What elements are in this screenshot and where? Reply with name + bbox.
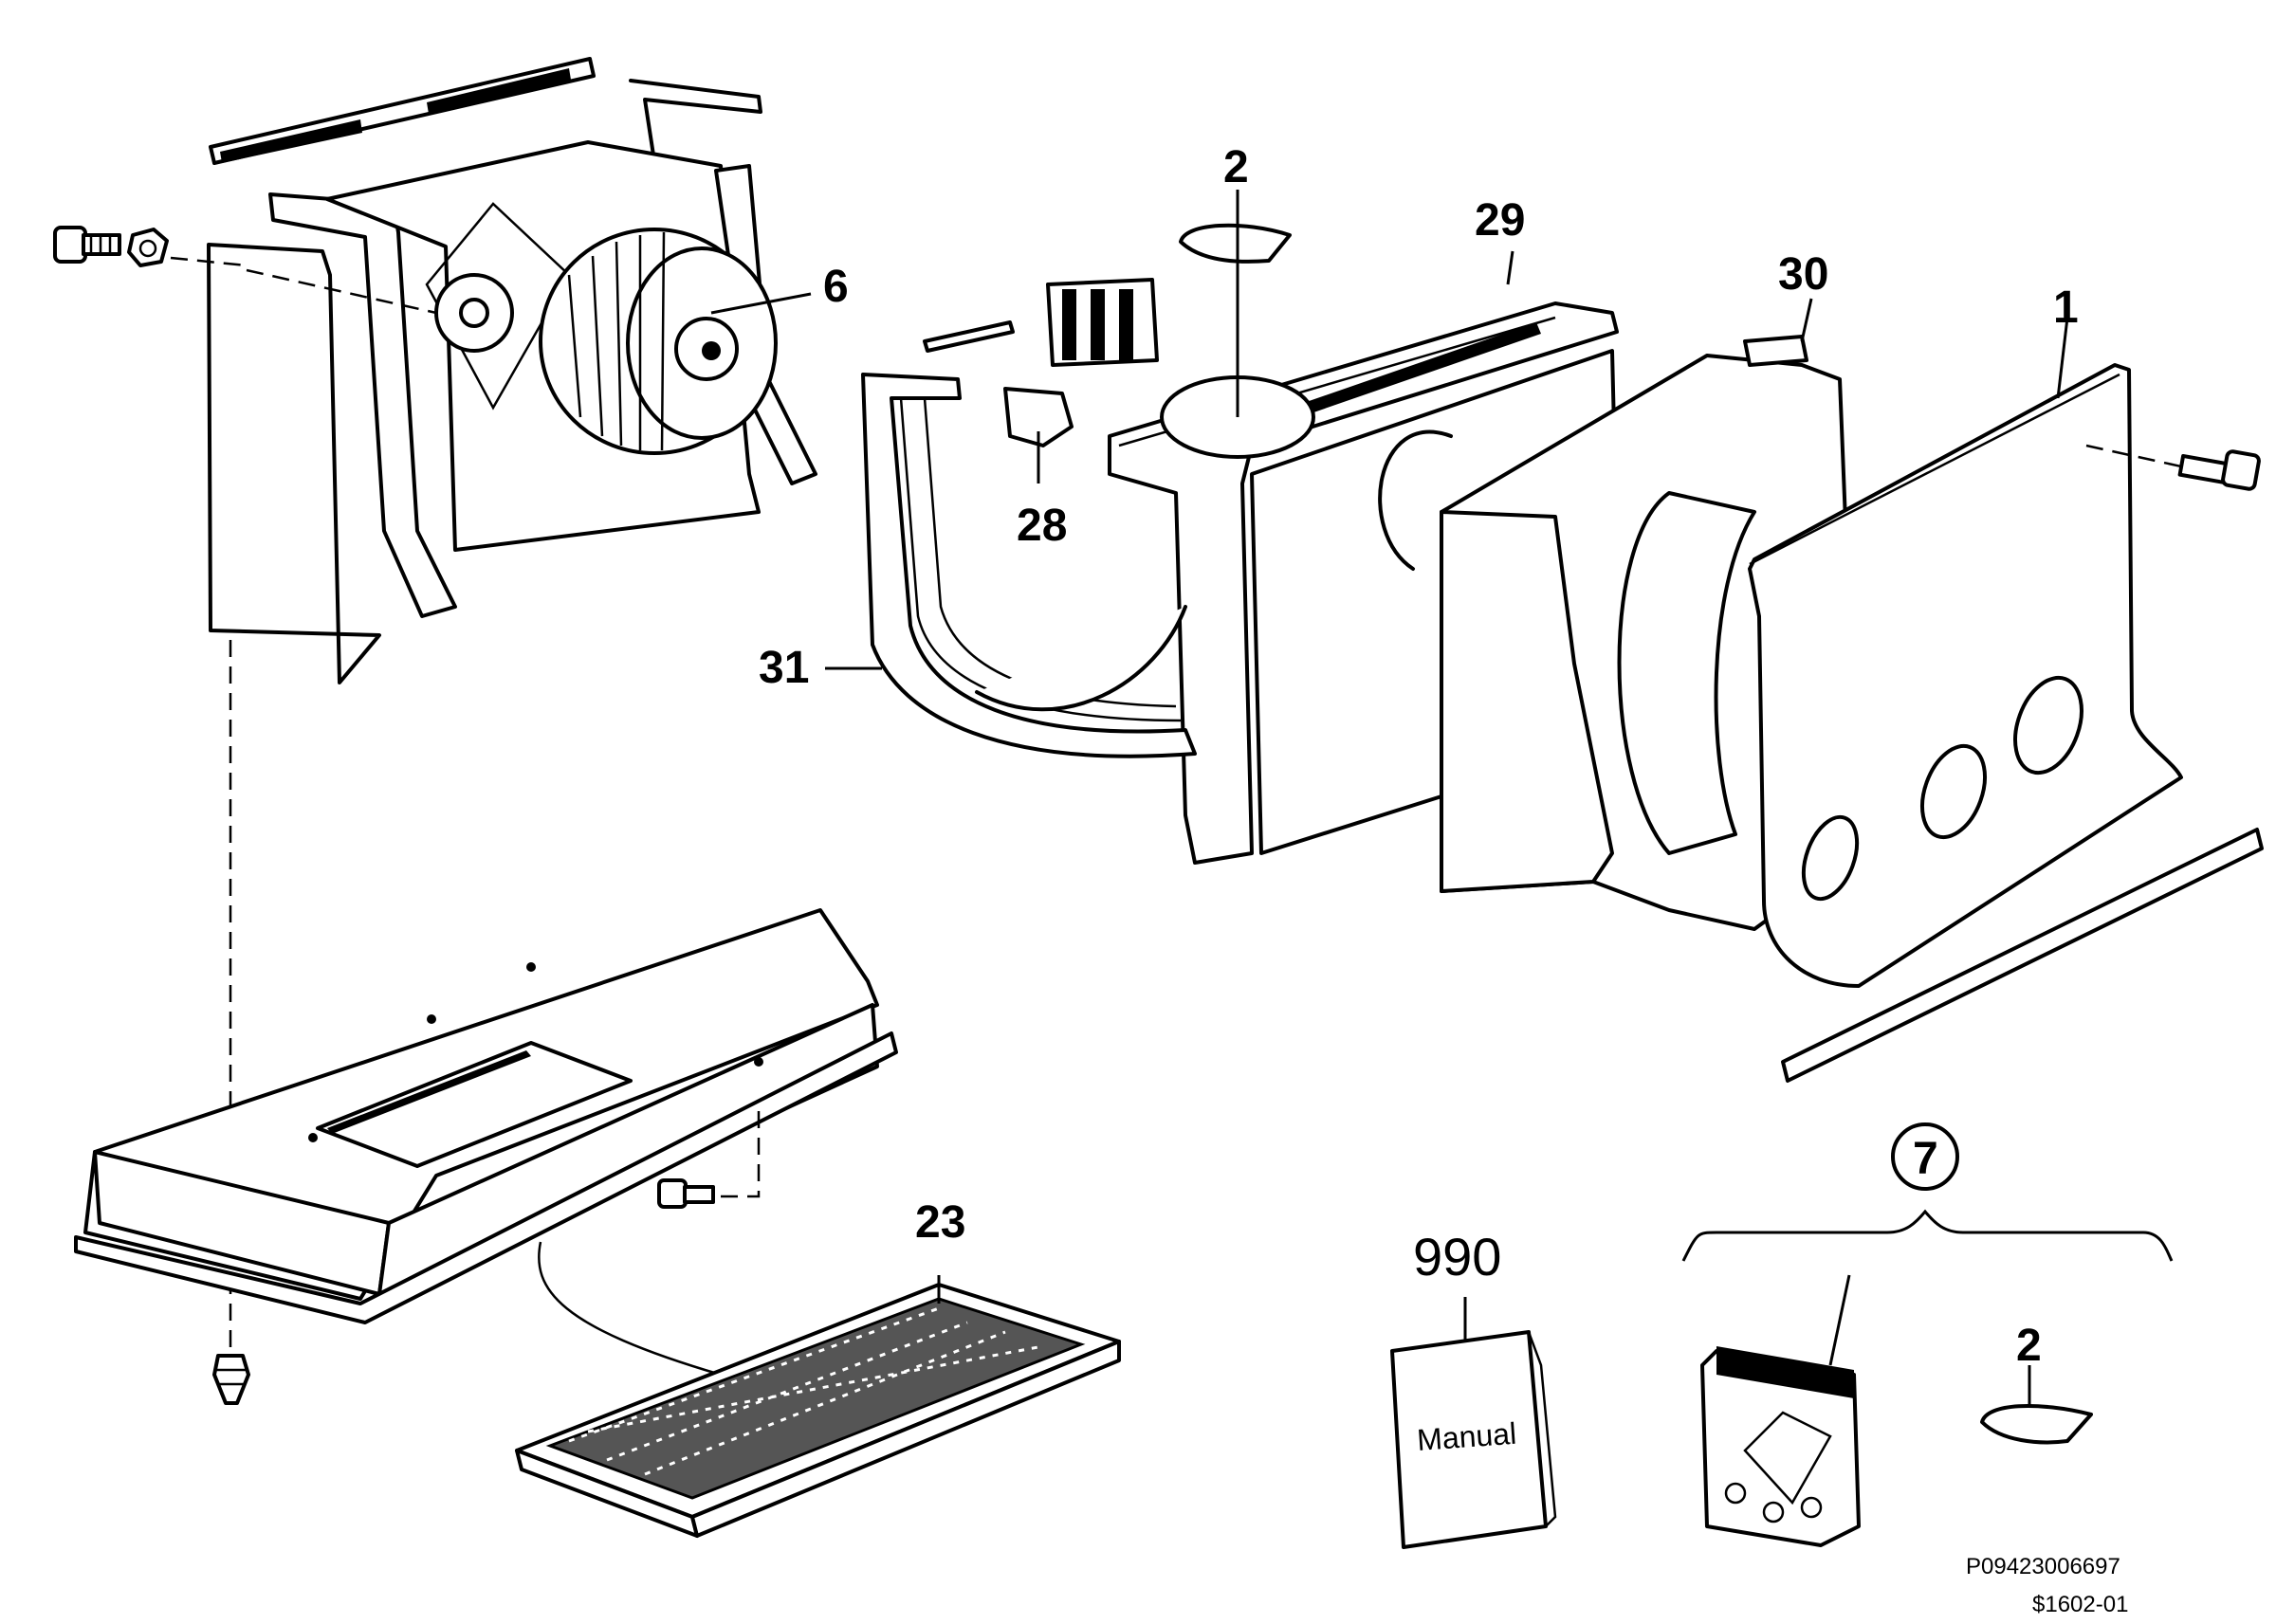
blower-hub-bore [702, 341, 721, 360]
manual-cover-text: Manual [1416, 1416, 1517, 1457]
leader-29 [1506, 250, 1514, 285]
filter-connector-line [538, 1241, 722, 1377]
callout-end-plate: 1 [2053, 283, 2079, 333]
callout-cap-kit: 2 [2016, 1321, 2042, 1371]
manual-booklet: Manual [1390, 1330, 1557, 1549]
seal-strip [861, 373, 1197, 758]
callout-cap-top: 2 [1223, 142, 1249, 192]
end-plate-slot-2 [1920, 743, 1987, 840]
callout-filter: 23 [915, 1197, 965, 1248]
kit-cap [1980, 1403, 2093, 1445]
right-bracket [629, 79, 762, 163]
leader-kit-bag [1828, 1274, 1851, 1366]
leader-lines [710, 190, 2069, 1405]
end-plate-bottom-bar [1781, 828, 2264, 1083]
tray-screw-axis [721, 1109, 761, 1198]
callout-housing-top: 29 [1475, 195, 1525, 246]
end-plate-slot-1 [1801, 814, 1860, 902]
rear-panel-side [1440, 510, 1614, 893]
base-tray-opening-shadow [327, 1050, 531, 1134]
end-plate-slot-3 [2013, 675, 2083, 776]
drawing-id: P09423006697 [1966, 1554, 2120, 1579]
sheet-id: $1602-01 [2032, 1592, 2128, 1617]
base-tray [74, 908, 898, 1405]
housing-top-grille [1290, 322, 1541, 419]
kit-bag-seal [1716, 1346, 1854, 1398]
callout-manual-part: 990 [1413, 1227, 1501, 1286]
base-screw [212, 1354, 250, 1405]
end-plate [1748, 363, 2264, 1083]
filter-frame-edge-2 [690, 1340, 1121, 1538]
left-side-panel [207, 243, 381, 684]
base-tray-flange [74, 1031, 898, 1324]
top-strip-grip-2 [427, 68, 571, 114]
motor-mount-hole [459, 298, 489, 328]
base-tray-side [377, 1003, 879, 1296]
housing-screw [53, 226, 121, 264]
callout-clip: 28 [1017, 501, 1067, 551]
filter-mesh [545, 1297, 1086, 1500]
end-plate-screw [2177, 449, 2261, 491]
callout-rear-panel: 30 [1778, 249, 1828, 300]
inlet-ribs [1062, 289, 1133, 360]
callout-blower-wheel: 6 [823, 262, 849, 312]
seal-strip-inner-curve [975, 605, 1187, 712]
blower-housing-assembly [53, 57, 817, 1356]
callout-seal-strip: 31 [759, 643, 809, 693]
leader-30 [1800, 298, 1813, 342]
screw-axis [170, 256, 248, 267]
base-tray-opening [316, 1041, 633, 1168]
leader-6 [710, 292, 812, 315]
end-plate-screw-axis [2085, 444, 2182, 468]
rear-panel-opening [1617, 491, 1756, 855]
end-plate-body [1748, 363, 2183, 988]
tray-side-screw [657, 1178, 715, 1209]
rear-panel-tab [1743, 335, 1808, 367]
housing-air-port [1378, 429, 1453, 571]
filter [515, 1283, 1121, 1538]
housing-nut [127, 228, 169, 267]
leader-1 [2056, 317, 2069, 399]
blower-vanes [567, 231, 666, 451]
rear-panel [1440, 335, 1861, 931]
callout-kit: 7 [1913, 1134, 1938, 1184]
kit-brace [1681, 1209, 2174, 1262]
seal-strip-outer [861, 373, 1197, 758]
mount-axis [246, 268, 437, 315]
vent-strip [923, 320, 1015, 353]
clip [1003, 387, 1074, 447]
cap-top [1179, 223, 1292, 264]
top-strip-grip [220, 119, 362, 163]
kit-group [1681, 1122, 2174, 1547]
kit-callout-circle [1891, 1122, 1959, 1191]
